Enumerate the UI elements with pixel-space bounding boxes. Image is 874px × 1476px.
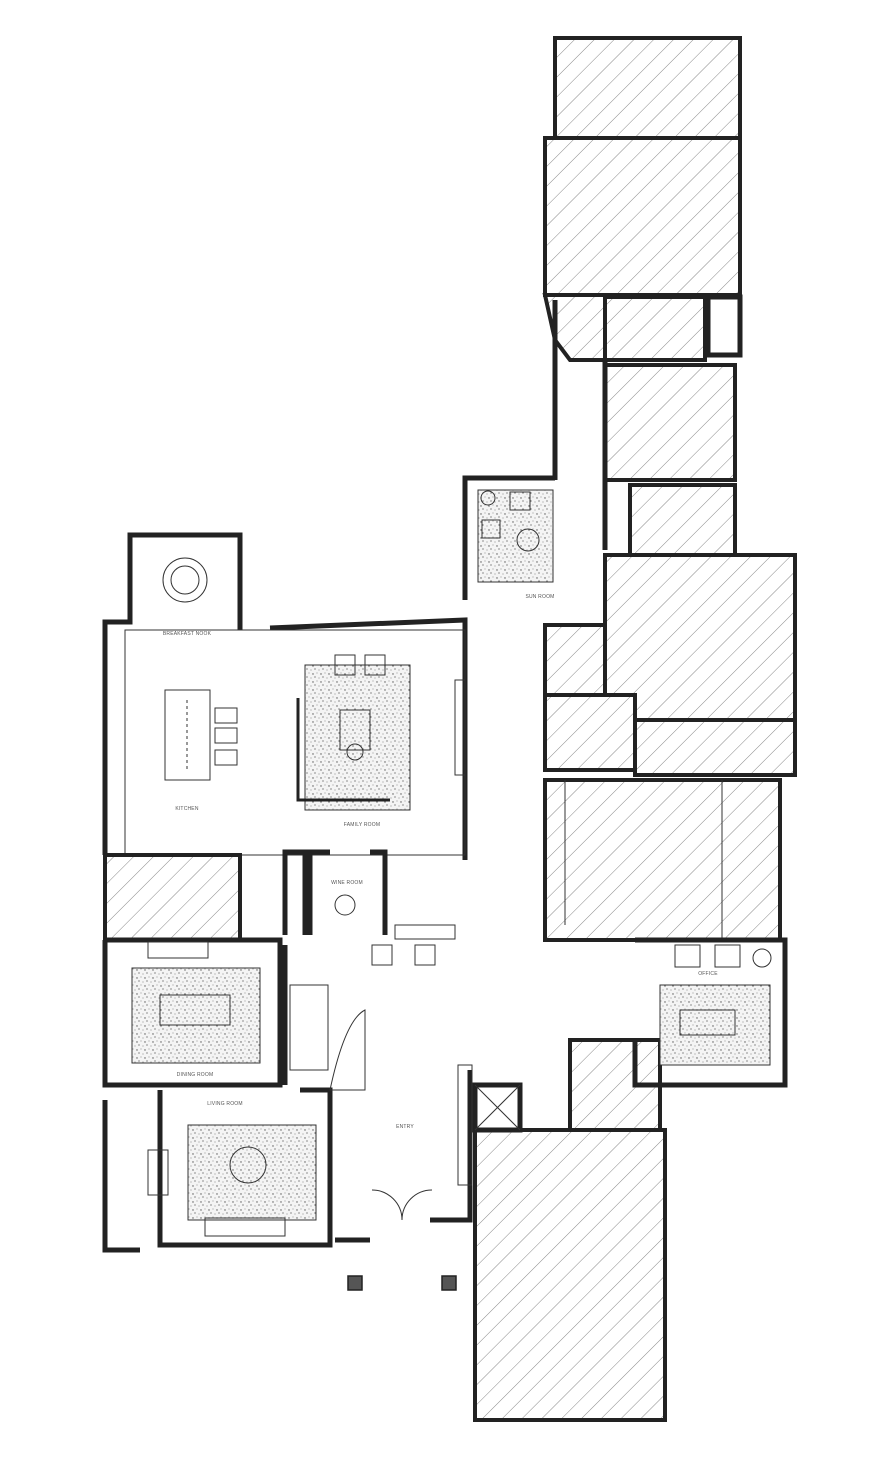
entry: ENTRY bbox=[282, 924, 523, 1291]
dining-room: DINING ROOM bbox=[102, 937, 283, 1088]
room-label-dining-room: DINING ROOM bbox=[177, 1072, 214, 1078]
kitchen-family: BREAKFAST NOOK KITCHEN FAMILY ROOM bbox=[102, 532, 468, 860]
room-label-kitchen: KITCHEN bbox=[175, 806, 199, 812]
room-label-wine-room: WINE ROOM bbox=[331, 880, 363, 886]
right-wing bbox=[473, 36, 797, 1422]
living-room: LIVING ROOM bbox=[102, 1087, 333, 1253]
wine-room: WINE ROOM bbox=[103, 849, 388, 942]
room-label-breakfast-nook: BREAKFAST NOOK bbox=[163, 631, 212, 637]
room-label-entry: ENTRY bbox=[396, 1124, 414, 1130]
sun-room: SUN ROOM bbox=[462, 475, 555, 600]
room-label-living-room: LIVING ROOM bbox=[207, 1101, 243, 1107]
office: OFFICE bbox=[632, 937, 788, 1088]
room-label-sun-room: SUN ROOM bbox=[525, 594, 554, 600]
room-label-family-room: FAMILY ROOM bbox=[344, 822, 380, 828]
room-label-office: OFFICE bbox=[698, 971, 718, 977]
